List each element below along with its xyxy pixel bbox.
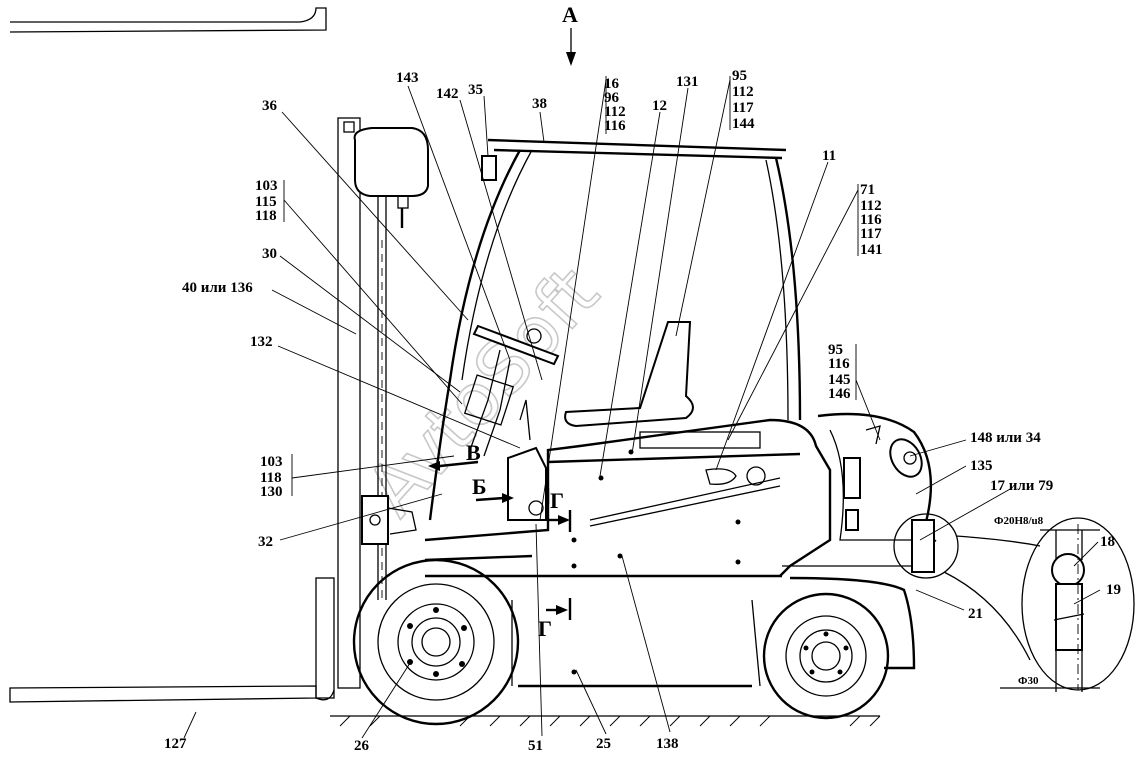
counterweight [782,412,937,670]
callout-103b: 103 [260,454,283,470]
callout-116d: 116 [828,356,850,372]
dashboard-console [507,399,547,521]
callout-35: 35 [468,82,483,98]
steering-assembly [463,324,560,457]
callout-26: 26 [354,738,370,754]
callout-141: 141 [860,242,883,258]
callout-112c: 112 [860,198,882,214]
callout-19: 19 [1106,582,1121,598]
callout-118a: 118 [255,208,277,224]
callout-146: 146 [828,386,851,402]
callout-17-79: 17 или 79 [990,478,1053,494]
callout-32: 32 [258,534,273,550]
section-label-v: В [466,440,481,465]
leader-lines [183,76,1101,739]
callout-36: 36 [262,98,278,114]
callout-131: 131 [676,74,699,90]
rear-wheel [762,592,890,720]
section-label-g-top: Г [550,488,564,513]
callout-145: 145 [828,372,851,388]
callout-40-136: 40 или 136 [182,280,253,296]
callout-116c: 116 [860,212,882,228]
callout-127: 127 [164,736,187,752]
section-label-b: Б [472,474,487,499]
callout-12: 12 [652,98,667,114]
front-wheel [352,558,520,726]
pin-detail [1000,524,1100,692]
callout-95: 95 [732,68,747,84]
fork-fragment-top [9,7,327,33]
fork [9,577,335,703]
callout-142: 142 [436,86,459,102]
dimension-diameter: Ф30 [1018,675,1039,687]
callout-30: 30 [262,246,277,262]
callout-138: 138 [656,736,679,752]
callout-117c: 117 [860,226,882,242]
callout-25: 25 [596,736,611,752]
dimension-fit: Ф20Н8/u8 [994,515,1044,527]
view-arrow-a [566,28,576,66]
callout-21: 21 [968,606,983,622]
callout-103a: 103 [255,178,278,194]
callout-116: 116 [604,118,626,134]
callout-16: 16 [604,76,620,92]
callout-11: 11 [822,148,836,164]
callout-117: 117 [732,100,754,116]
callout-115: 115 [255,194,277,210]
seat [564,321,694,428]
callout-118b: 118 [260,470,282,486]
callout-132: 132 [250,334,273,350]
section-label-g-bottom: Г [538,616,552,641]
detail-links [893,513,1135,691]
tilt-bracket [361,495,417,545]
section-marks [428,460,572,620]
mast-light [353,127,429,228]
view-label-a: А [562,2,578,27]
callout-130: 130 [260,484,283,500]
callout-143: 143 [396,70,419,86]
callout-96: 96 [604,90,620,106]
callout-38: 38 [532,96,547,112]
callout-71: 71 [860,182,875,198]
callout-144: 144 [732,116,755,132]
callout-148-34: 148 или 34 [970,430,1041,446]
mast [337,117,387,689]
callout-112: 112 [604,104,626,120]
callout-18: 18 [1100,534,1115,550]
callout-135: 135 [970,458,993,474]
ground-line [330,715,881,727]
callout-95b: 95 [828,342,843,358]
body [424,418,832,688]
callout-112b: 112 [732,84,754,100]
callout-51: 51 [528,738,543,754]
